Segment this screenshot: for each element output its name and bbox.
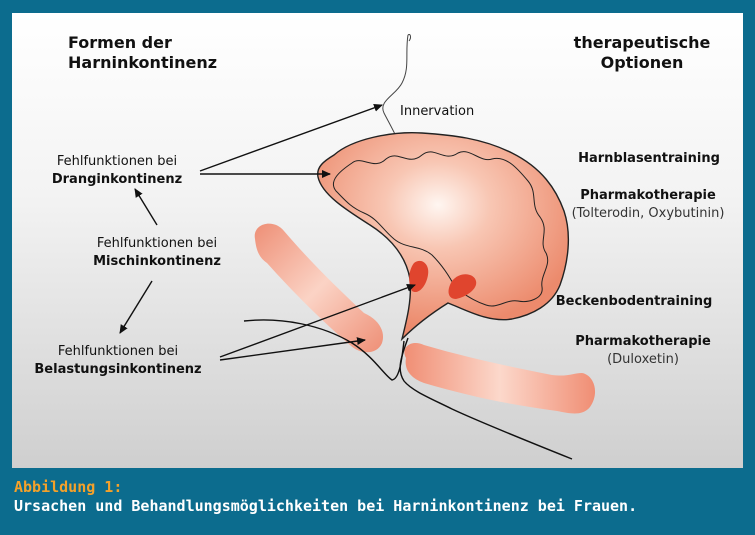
option-pharma-2: Pharmakotherapie (Duloxetin) — [568, 333, 718, 369]
label-misch-line2: Mischinkontinenz — [93, 254, 221, 269]
label-drang-line1: Fehlfunktionen bei — [32, 153, 202, 171]
label-drang-line2: Dranginkontinenz — [52, 172, 182, 187]
innervation-label: Innervation — [400, 103, 474, 121]
diagram-panel: Formen der Harninkontinenz therapeutisch… — [12, 13, 743, 468]
label-belastung-line2: Belastungsinkontinenz — [34, 362, 201, 377]
option-pharma-1-title: Pharmakotherapie — [558, 187, 738, 205]
pelvic-bone-lower — [404, 343, 595, 414]
arrow-belastung-to-bone — [220, 340, 365, 360]
heading-forms: Formen der Harninkontinenz — [68, 33, 217, 73]
option-pharma-2-sub: (Duloxetin) — [568, 351, 718, 369]
heading-options: therapeutische Optionen — [572, 33, 712, 73]
heading-options-line1: therapeutische — [572, 33, 712, 53]
label-misch-line1: Fehlfunktionen bei — [72, 235, 242, 253]
heading-forms-line1: Formen der — [68, 33, 217, 53]
label-drang: Fehlfunktionen bei Dranginkontinenz — [32, 153, 202, 189]
label-belastung-line1: Fehlfunktionen bei — [18, 343, 218, 361]
option-beckenbodentraining: Beckenbodentraining — [544, 293, 724, 311]
heading-forms-line2: Harninkontinenz — [68, 53, 217, 73]
arrow-misch-to-belastung — [120, 281, 152, 333]
option-pharma-1: Pharmakotherapie (Tolterodin, Oxybutinin… — [558, 187, 738, 223]
caption-title: Abbildung 1: — [14, 478, 122, 496]
caption-text: Ursachen und Behandlungsmöglichkeiten be… — [14, 497, 637, 516]
label-belastung: Fehlfunktionen bei Belastungsinkontinenz — [18, 343, 218, 379]
option-harnblasentraining: Harnblasentraining — [564, 150, 734, 168]
pelvic-bone-upper — [255, 224, 383, 353]
label-misch: Fehlfunktionen bei Mischinkontinenz — [72, 235, 242, 271]
figure-caption: Abbildung 1: Ursachen und Behandlungsmög… — [14, 478, 637, 516]
option-pharma-1-sub: (Tolterodin, Oxybutinin) — [558, 205, 738, 223]
nerve-fiber — [383, 35, 408, 145]
heading-options-line2: Optionen — [572, 53, 712, 73]
option-pharma-2-title: Pharmakotherapie — [568, 333, 718, 351]
arrow-misch-to-drang — [135, 189, 157, 225]
